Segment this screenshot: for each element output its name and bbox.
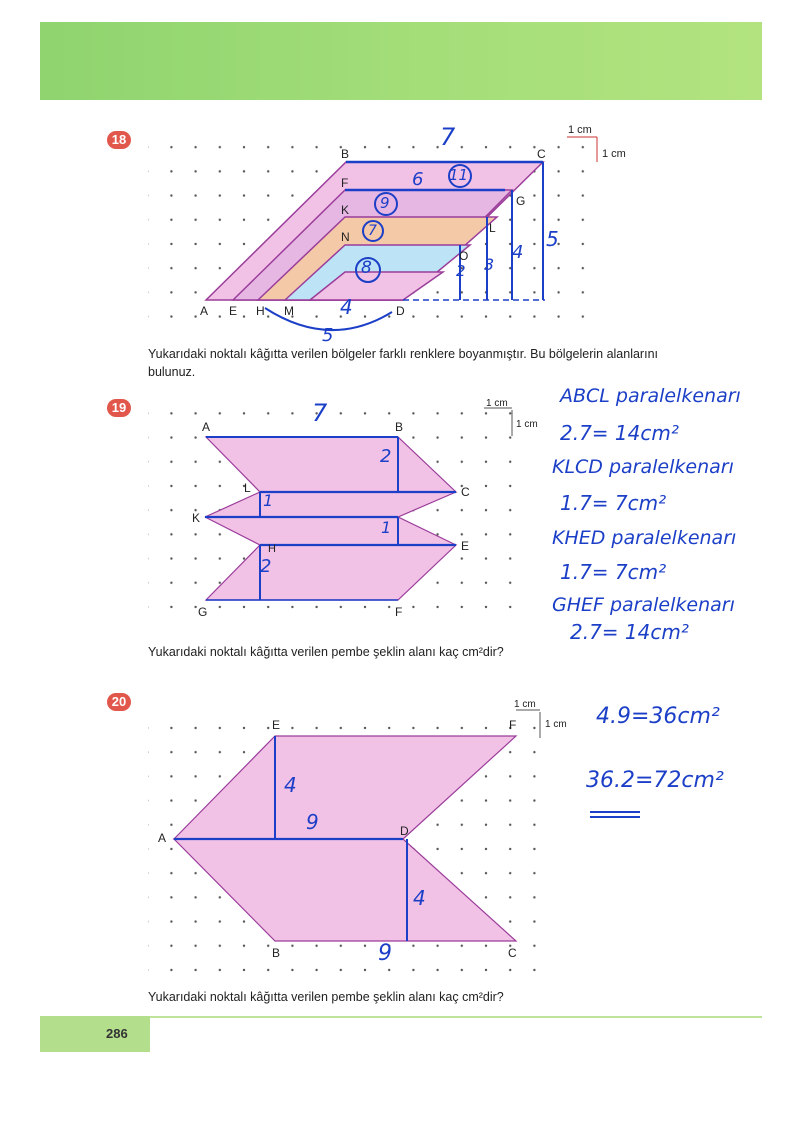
q18-point-l: L [489,221,496,235]
q18-hand-3: 3 [484,255,495,274]
q18-point-n: N [341,230,350,244]
q20-unit-vertical: 1 cm [545,719,567,730]
q20-point-b: B [272,946,281,960]
q20-note-1: 4.9=36cm² [596,704,720,729]
q19-note-3: KLCD paralelkenarı [552,456,734,478]
q18-point-k: K [341,203,350,217]
q20-point-c: C [508,946,517,960]
q18-hand-8: 8 [361,258,372,278]
q20-point-f: F [509,718,517,732]
q18-hand-4: 4 [512,242,524,263]
q20-question-text: Yukarıdaki noktalı kâğıtta verilen pembe… [148,990,504,1004]
q18-point-f: F [341,176,349,190]
q19-point-k: K [192,511,201,525]
question-number-19: 19 [107,399,131,417]
q18-point-g: G [516,194,526,208]
q18-point-b: B [341,147,350,161]
q18-hand-4b: 4 [340,295,353,319]
q20-point-a: A [158,831,167,845]
q19-note-4: 1.7= 7cm² [560,491,667,515]
q19-point-h: H [268,543,276,555]
q18-question-text: Yukarıdaki noktalı kâğıtta verilen bölge… [148,347,658,379]
q18-hand-5b: 5 [322,325,334,346]
q19-note-6: 1.7= 7cm² [560,560,667,584]
q19-hand-7: 7 [312,399,328,427]
q20-figure [148,706,640,976]
q20-hand-9: 9 [306,810,319,834]
q18-unit-vertical: 1 cm [602,148,626,160]
q18-hand-7: 7 [440,123,456,151]
q20-point-e: E [272,718,281,732]
q20-note-2: 36.2=72cm² [586,768,724,793]
q18-point-m: M [284,304,294,318]
q19-point-l: L [244,481,251,495]
q18-hand-9: 9 [380,194,390,212]
q20-unit-horizontal: 1 cm [514,699,536,710]
q19-point-f: F [395,605,403,619]
q19-hand-2: 2 [380,446,392,467]
q19-unit-horizontal: 1 cm [486,398,508,409]
question-number-18: 18 [107,131,131,149]
q19-point-g: G [198,605,208,619]
page-number: 286 [40,1016,150,1052]
q20-hand-4b: 4 [413,886,426,910]
q19-note-8: 2.7= 14cm² [570,620,689,644]
q18-point-a: A [200,304,209,318]
q19-note-2: 2.7= 14cm² [560,421,679,445]
q18-hand-11: 11 [449,166,469,184]
q19-figure [148,405,518,625]
q19-point-e: E [461,539,470,553]
q19-note-5: KHED paralelkenarı [552,527,737,549]
q18-figure [148,135,598,335]
q18-point-e: E [229,304,238,318]
q19-hand-1: 1 [263,491,274,510]
q19-point-a: A [202,420,211,434]
q18-point-c: C [537,147,546,161]
q18-hand-6: 6 [412,169,424,190]
question-number-20: 20 [107,693,131,711]
q20-hand-4: 4 [284,773,297,797]
q20-point-d: D [400,824,409,838]
q18-point-o: O [459,249,469,263]
q18-hand-5: 5 [546,227,559,251]
q19-question-text: Yukarıdaki noktalı kâğıtta verilen pembe… [148,645,504,659]
q20-hand-9b: 9 [378,941,392,966]
q19-point-b: B [395,420,404,434]
q18-point-d: D [396,304,405,318]
q19-hand-1b: 1 [381,518,392,537]
q18-unit-horizontal: 1 cm [568,124,592,136]
q19-note-1: ABCL paralelkenarı [560,385,741,407]
header-band [40,22,762,100]
q18-hand-7b: 7 [368,223,377,239]
q18-point-h: H [256,304,265,318]
q19-note-7: GHEF paralelkenarı [552,594,735,616]
q19-hand-2b: 2 [260,556,272,577]
footer-line [40,1016,762,1018]
q19-point-c: C [461,485,470,499]
q18-hand-2: 2 [456,262,466,280]
q19-unit-vertical: 1 cm [516,419,538,430]
